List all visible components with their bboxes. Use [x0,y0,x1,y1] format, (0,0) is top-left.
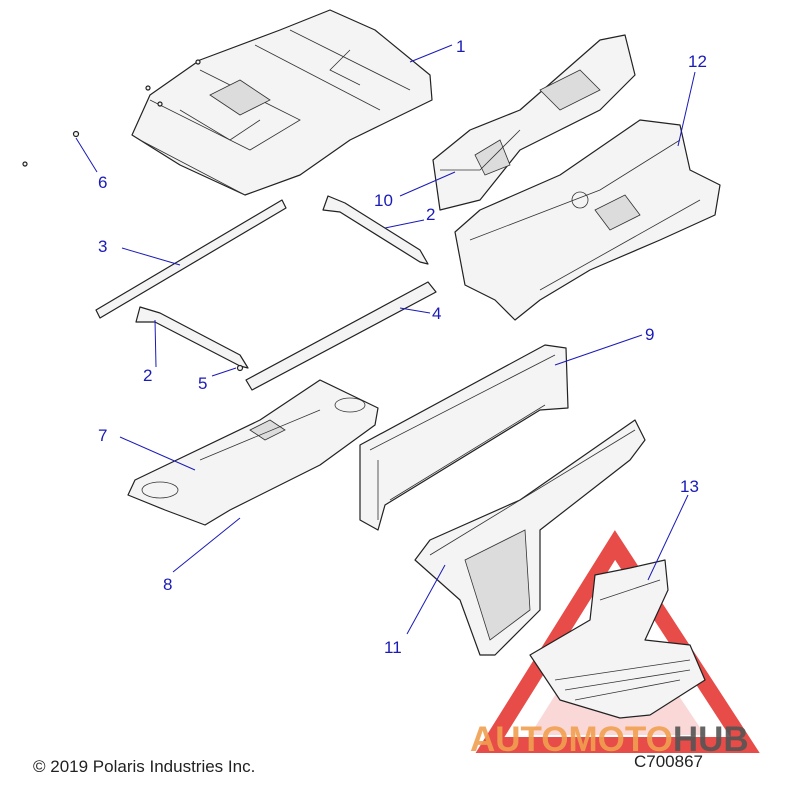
part-curved-strip-upper [322,195,429,265]
callout-1: 1 [456,37,465,56]
part-curved-strip-lower [135,306,249,372]
part-rear-panel [359,344,569,531]
part-dash-frame [432,34,636,211]
leader-lines [75,44,696,635]
part-bulkhead [414,419,646,656]
copyright-notice: © 2019 Polaris Industries Inc. [33,757,256,776]
figure-code: C700867 [634,752,704,771]
part-fasteners [22,59,201,167]
callout-4: 4 [432,304,441,323]
callout-6: 6 [98,173,107,192]
part-headliner [127,379,379,526]
callout-5: 5 [198,374,207,393]
watermark-text: AUTOMOTOHUB [470,720,749,759]
part-floor-firewall [454,119,721,321]
watermark-logo: AUTOMOTOHUB [470,720,749,759]
part-roof [131,9,433,196]
callout-11: 11 [384,638,402,657]
part-seal-strip-diagonal [245,281,437,391]
part-floor-mat [529,559,706,719]
callout-2-lower: 2 [143,366,152,385]
callout-10: 10 [374,191,393,210]
callout-13: 13 [680,477,699,496]
watermark-word-1: AUTOMOTO [470,720,673,759]
callout-3: 3 [98,237,107,256]
callout-12: 12 [688,52,707,71]
watermark-word-2: HUB [673,720,749,759]
callout-7: 7 [98,426,107,445]
callout-9: 9 [645,325,654,344]
part-seal-strip-long [95,199,287,319]
callout-2-upper: 2 [426,205,435,224]
callout-8: 8 [163,575,172,594]
